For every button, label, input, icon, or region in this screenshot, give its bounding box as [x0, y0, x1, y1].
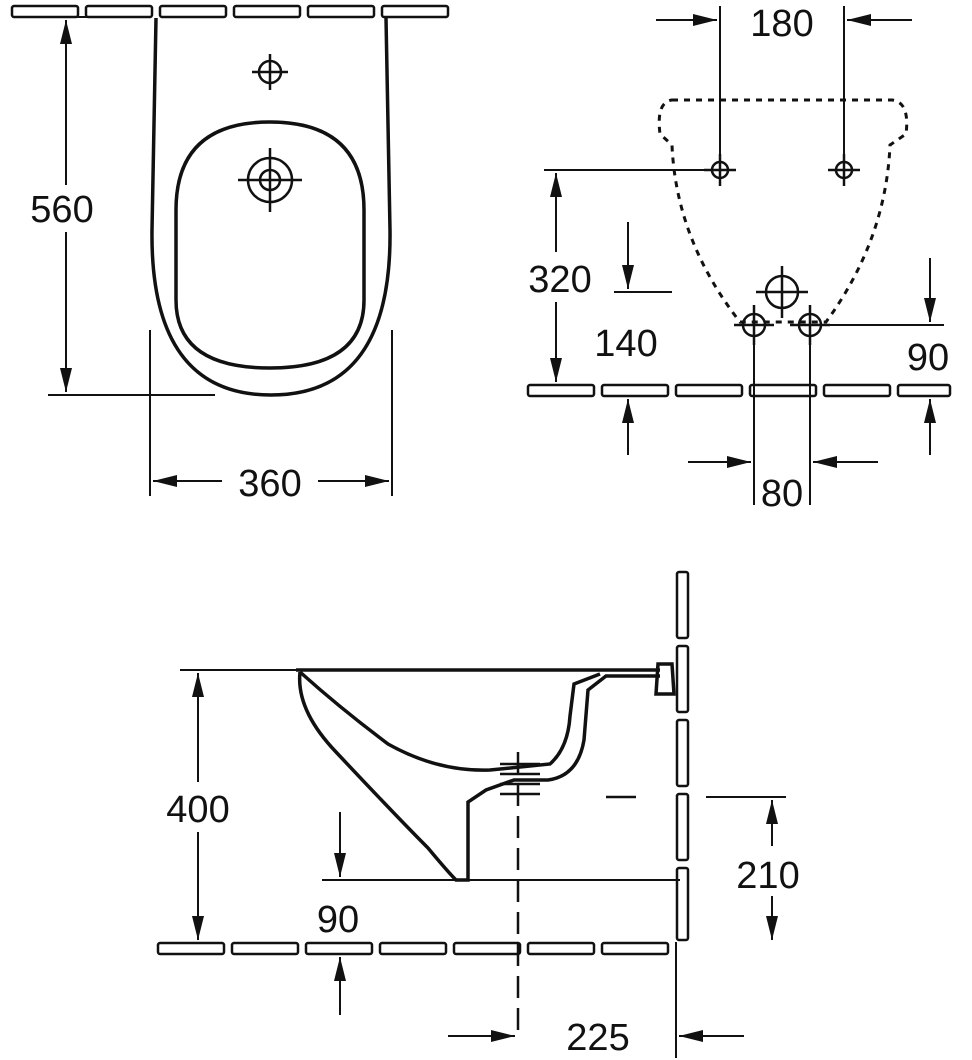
bottom-clearance-dimension: 90	[317, 812, 680, 1015]
tap-spacing-label: 180	[750, 3, 813, 45]
waste-height-dimension: 140	[594, 222, 672, 455]
bolt-spacing-dimension: 80	[688, 338, 878, 515]
bottom-clearance-label: 90	[317, 899, 359, 941]
connection-height-label: 210	[736, 855, 799, 897]
rim-height-label: 400	[166, 789, 229, 831]
waste-height-label: 140	[594, 323, 657, 365]
side-view-floor-tiles	[156, 941, 670, 956]
bolt-spacing-label: 80	[761, 473, 803, 515]
wall-offset-label: 225	[566, 1017, 629, 1059]
top-view-wall-tiles	[10, 4, 450, 19]
wall-offset-dimension: 225	[448, 942, 744, 1059]
rim-height-dimension: 400	[166, 669, 296, 940]
side-view-bidet-outer-profile	[297, 671, 660, 882]
tap-spacing-dimension: 180	[656, 3, 912, 156]
connection-height-dimension: 210	[706, 796, 800, 940]
side-view: 400 90 210 225	[156, 570, 800, 1059]
top-view-tap-hole-icon	[252, 54, 288, 90]
front-view: 180 320 140 90	[526, 3, 952, 515]
bolt-height-label: 90	[907, 337, 949, 379]
side-view-wall-tiles	[675, 570, 690, 942]
supply-height-label: 320	[528, 259, 591, 301]
supply-height-dimension: 320	[528, 169, 712, 382]
side-view-connector-hatch	[500, 762, 540, 796]
depth-dimension: 560	[30, 16, 215, 396]
top-view: 560 360	[10, 4, 450, 505]
top-view-bidet-outline	[150, 17, 392, 397]
bolt-height-dimension: 90	[826, 258, 949, 455]
depth-label: 560	[30, 189, 93, 231]
top-view-waste-hole-icon	[238, 148, 302, 212]
front-view-bidet-outline-dashed	[657, 98, 909, 324]
tap-hole-right-icon	[828, 154, 860, 186]
top-view-bowl-outline	[174, 120, 366, 370]
front-view-floor-tiles	[526, 383, 952, 398]
waste-outlet-icon	[756, 266, 808, 318]
side-view-wall-bracket	[654, 662, 676, 696]
width-dimension: 360	[149, 330, 393, 505]
side-view-bidet-inner-profile	[298, 670, 601, 772]
width-label: 360	[238, 463, 301, 505]
